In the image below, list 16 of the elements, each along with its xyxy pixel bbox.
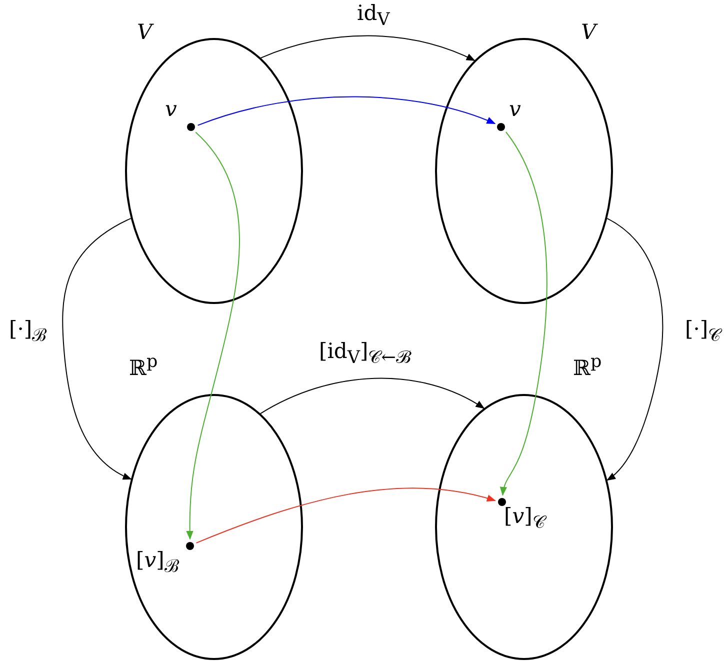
point-label: [v]$_{𝒞}$ xyxy=(504,506,546,533)
arrow xyxy=(62,218,132,480)
arrow xyxy=(260,378,485,414)
point-label: v xyxy=(509,99,521,120)
set-label: ℝ$^{p}$ xyxy=(129,354,158,379)
point-label: [v]$_{ℬ}$ xyxy=(136,550,180,577)
arrow xyxy=(606,218,664,481)
arrow xyxy=(197,96,496,126)
arrow xyxy=(260,35,476,61)
arrow xyxy=(186,132,240,540)
set-label: V xyxy=(581,22,596,43)
arrow xyxy=(196,488,496,544)
arrow xyxy=(500,131,548,496)
set-label: V xyxy=(137,22,152,43)
point-label: v xyxy=(165,99,177,120)
set-label: ℝ$^{p}$ xyxy=(573,354,602,379)
